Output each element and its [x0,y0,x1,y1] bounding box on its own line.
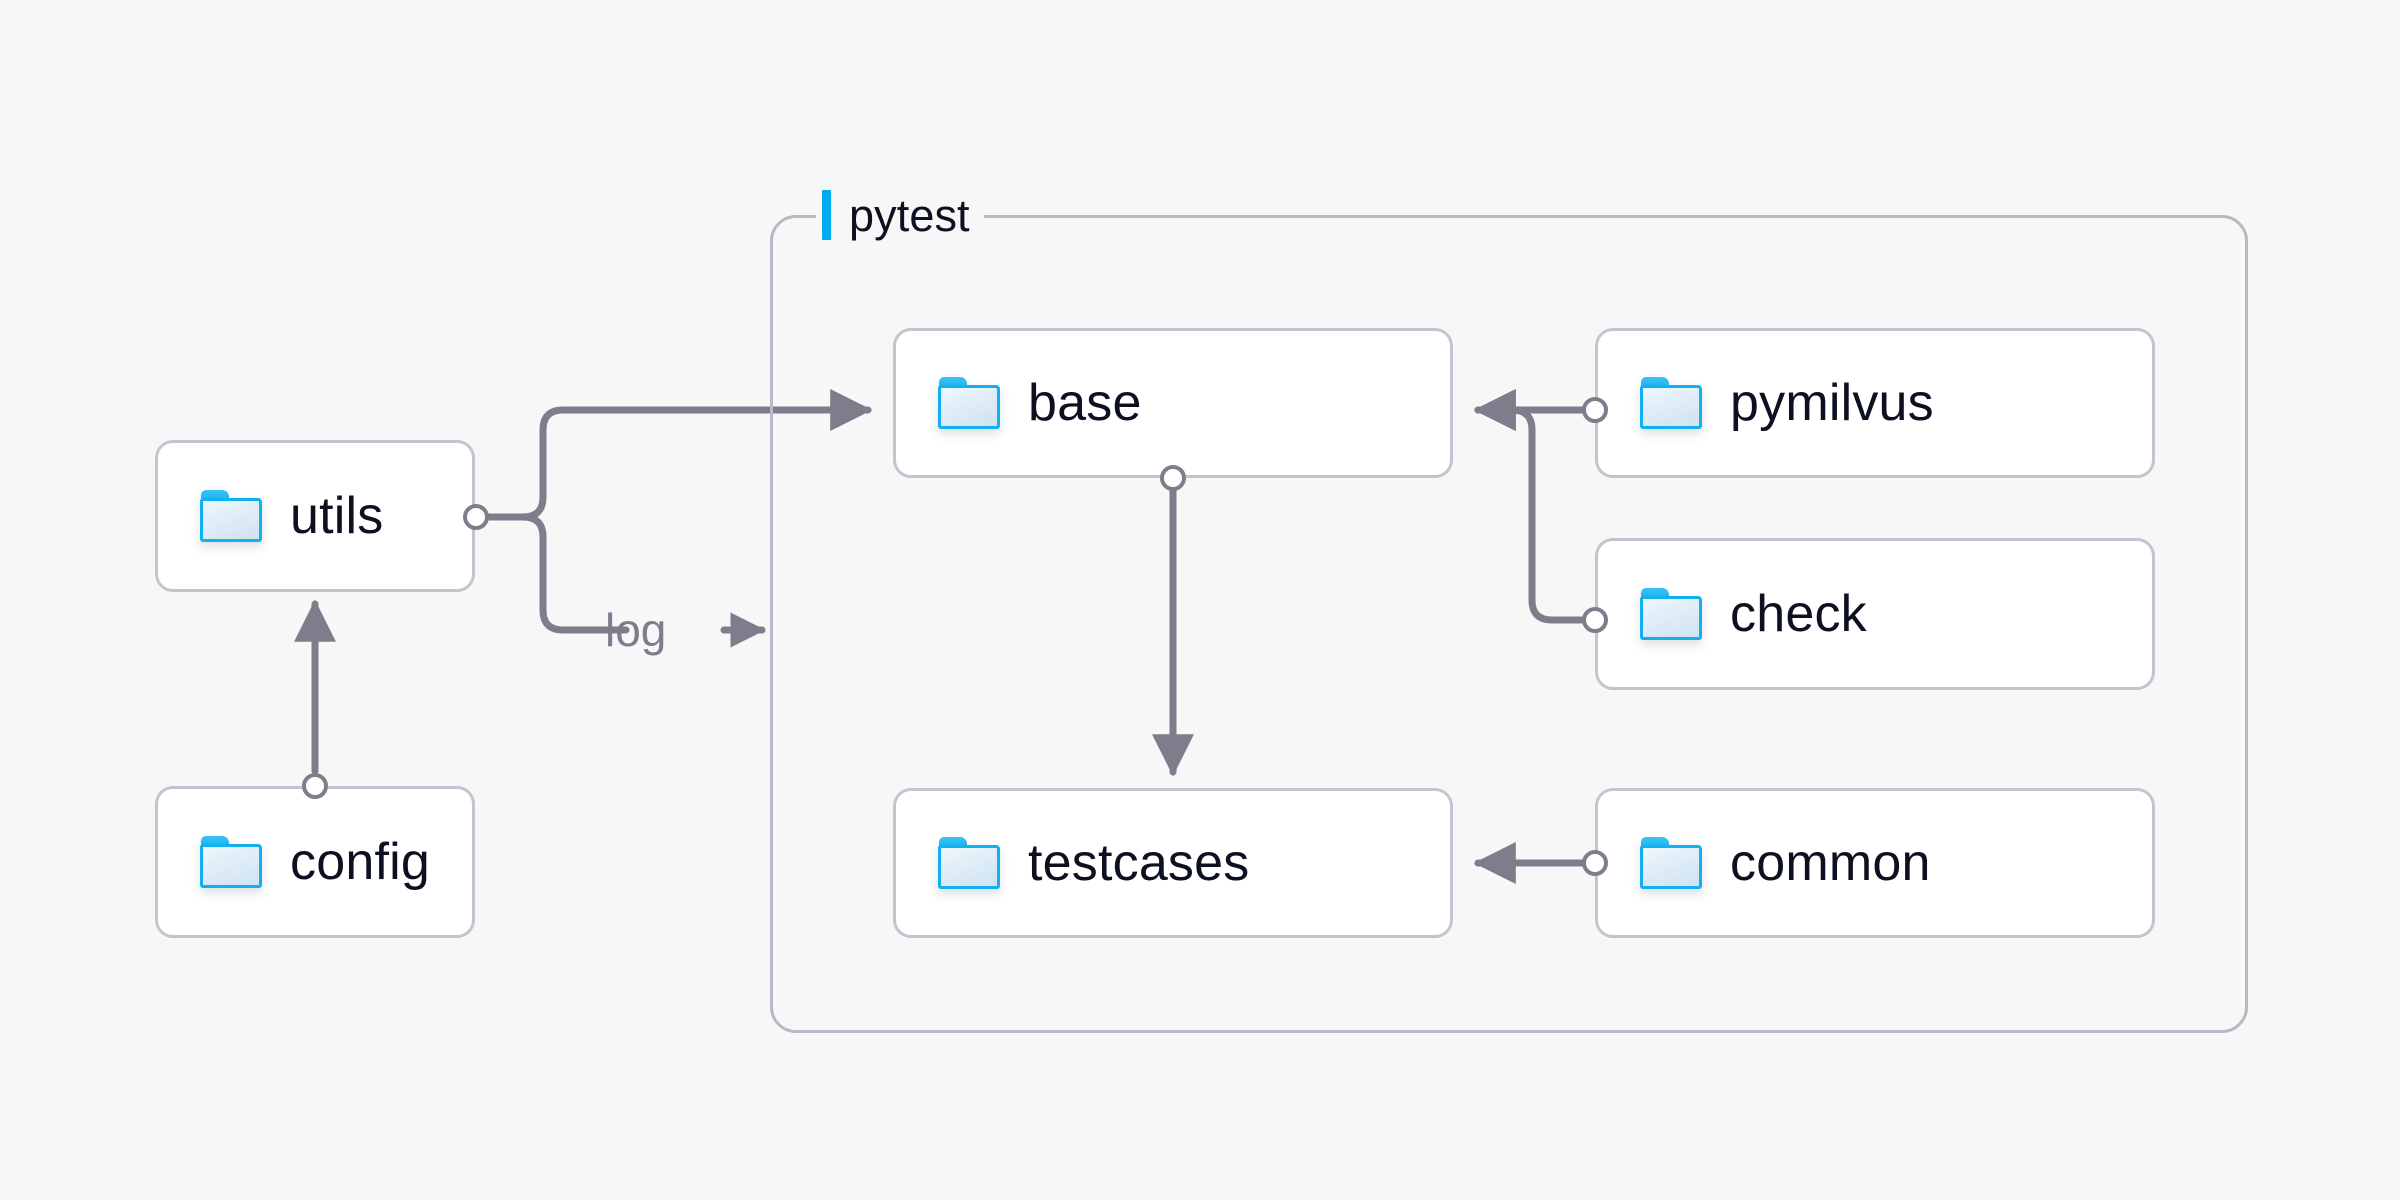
folder-icon [938,377,1000,429]
port-base-bottom[interactable] [1160,465,1186,491]
node-label-utils: utils [290,487,384,545]
group-label-text: pytest [849,189,970,241]
edge-label-log: log [605,604,667,656]
node-base[interactable]: base [893,328,1453,478]
node-label-pymilvus: pymilvus [1730,374,1934,432]
port-common-left[interactable] [1582,850,1608,876]
node-testcases[interactable]: testcases [893,788,1453,938]
folder-icon [200,836,262,888]
node-pymilvus[interactable]: pymilvus [1595,328,2155,478]
port-check-left[interactable] [1582,607,1608,633]
node-common[interactable]: common [1595,788,2155,938]
node-label-testcases: testcases [1028,834,1250,892]
node-label-common: common [1730,834,1931,892]
group-container-pytest [770,215,2248,1033]
node-label-check: check [1730,585,1867,643]
folder-icon [200,490,262,542]
folder-icon [1640,588,1702,640]
folder-icon [1640,377,1702,429]
folder-icon [938,837,1000,889]
group-accent-bar-icon [822,190,831,240]
node-label-base: base [1028,374,1142,432]
node-config[interactable]: config [155,786,475,938]
folder-icon [1640,837,1702,889]
node-check[interactable]: check [1595,538,2155,690]
group-label-pytest: pytest [816,190,984,240]
node-utils[interactable]: utils [155,440,475,592]
port-utils-right[interactable] [463,504,489,530]
port-config-top[interactable] [302,773,328,799]
port-pymilvus-left[interactable] [1582,397,1608,423]
node-label-config: config [290,833,430,891]
